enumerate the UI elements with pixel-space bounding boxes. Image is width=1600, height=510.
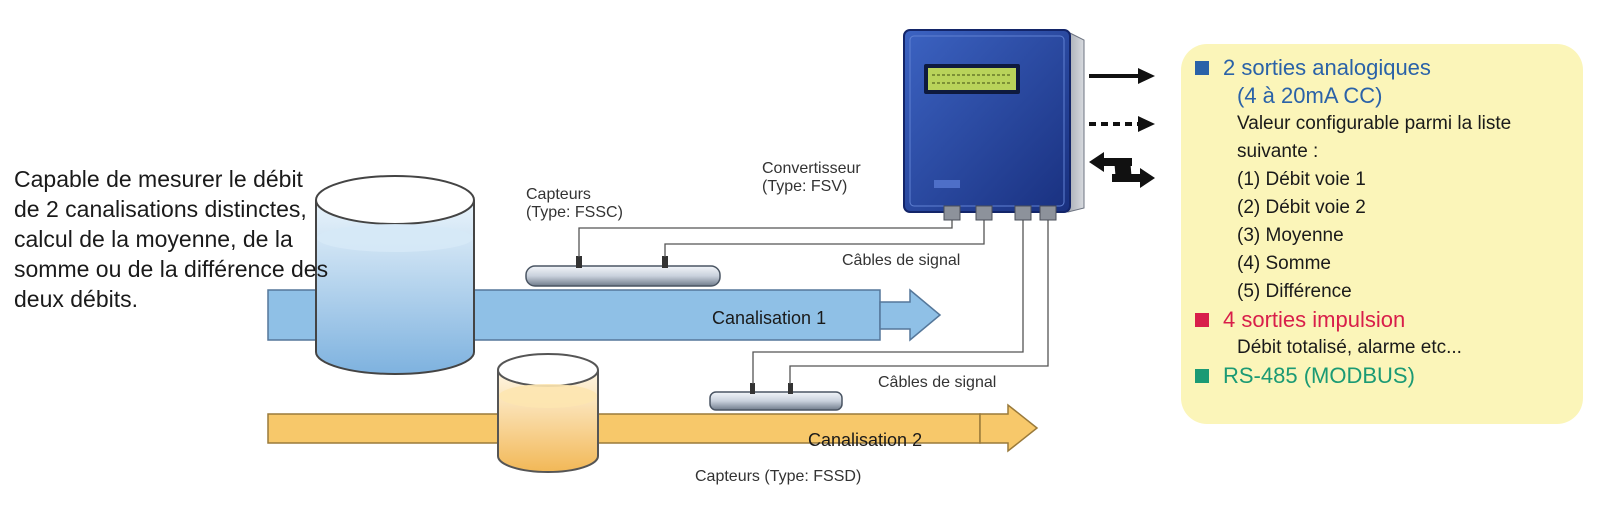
analog-output-arrow — [1089, 68, 1155, 84]
blue-square-icon — [1195, 61, 1209, 75]
option-item: (5) Différence — [1237, 281, 1352, 302]
serial-output-heading: RS-485 (MODBUS) — [1195, 362, 1569, 390]
serial-output-title: RS-485 (MODBUS) — [1223, 363, 1415, 388]
signal-cables — [578, 214, 1049, 384]
pipe-2 — [267, 403, 1039, 453]
label-cables-2: Câbles de signal — [878, 374, 997, 391]
tank-2 — [497, 353, 599, 473]
option-item: (1) Débit voie 1 — [1237, 169, 1366, 190]
pulse-output-heading: 4 sorties impulsion — [1195, 306, 1569, 334]
analog-options-list: (1) Débit voie 1 (2) Débit voie 2 (3) Mo… — [1195, 166, 1569, 306]
intro-text: Capable de mesurer le débit de 2 canalis… — [14, 166, 329, 312]
option-item: (4) Somme — [1237, 253, 1331, 274]
sensor-fssd — [709, 383, 843, 411]
option-item: (3) Moyenne — [1237, 225, 1344, 246]
analog-output-subtitle: (4 à 20mA CC) — [1237, 83, 1383, 108]
label-converter: Convertisseur (Type: FSV) — [762, 160, 861, 195]
pulse-output-description: Débit totalisé, alarme etc... — [1237, 337, 1462, 358]
tank-1 — [315, 175, 475, 375]
label-sensors-fssd: Capteurs (Type: FSSD) — [695, 468, 862, 485]
sensor-fssc — [525, 256, 721, 287]
label-pipe-2: Canalisation 2 — [808, 430, 923, 450]
analog-output-heading: 2 sorties analogiques — [1195, 54, 1569, 82]
label-pipe-1: Canalisation 1 — [712, 308, 827, 328]
analog-output-description: Valeur configurable parmi la liste suiva… — [1237, 113, 1512, 162]
label-sensors-fssc: Capteurs (Type: FSSC) — [526, 186, 623, 221]
label-cables-1: Câbles de signal — [842, 252, 961, 269]
green-square-icon — [1195, 369, 1209, 383]
outputs-panel: 2 sorties analogiques (4 à 20mA CC) Vale… — [1181, 44, 1583, 424]
analog-output-title: 2 sorties analogiques — [1223, 55, 1431, 80]
serial-comm-arrow — [1089, 152, 1155, 188]
pulse-output-title: 4 sorties impulsion — [1223, 307, 1406, 332]
red-square-icon — [1195, 313, 1209, 327]
option-item: (2) Débit voie 2 — [1237, 197, 1366, 218]
converter-fsv — [903, 29, 1085, 221]
pulse-output-arrow — [1089, 116, 1155, 132]
